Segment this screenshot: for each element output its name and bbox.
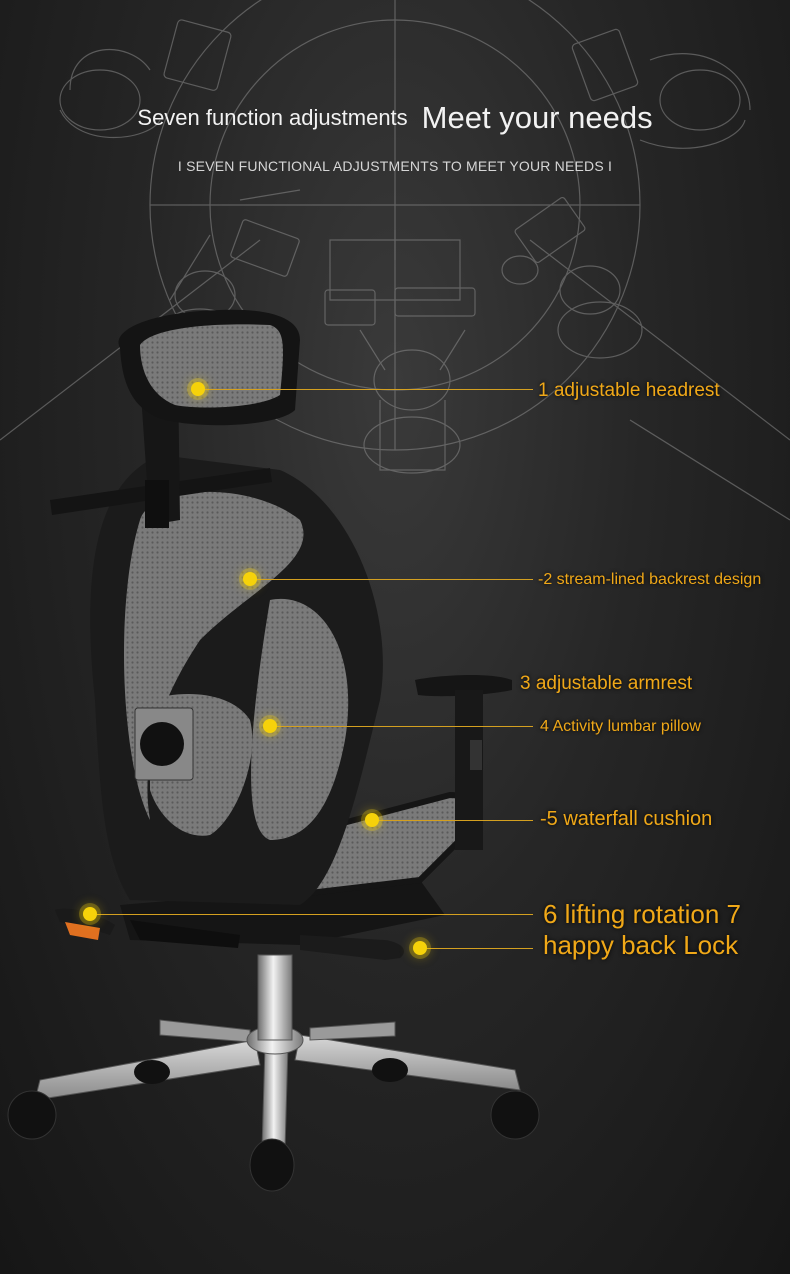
callout-headrest: 1 adjustable headrest xyxy=(538,380,720,401)
callout-backlock: happy back Lock xyxy=(543,930,739,960)
marker-lumbar xyxy=(263,719,277,733)
leader-line-headrest xyxy=(198,389,533,390)
leader-line-backrest xyxy=(250,579,533,580)
marker-lifting xyxy=(83,907,97,921)
callout-lifting: 6 lifting rotation 7 xyxy=(543,899,742,929)
marker-backrest xyxy=(243,572,257,586)
title-large: Meet your needs xyxy=(421,100,653,135)
page-title: Seven function adjustments Meet your need… xyxy=(0,100,790,136)
leader-line-lumbar xyxy=(270,726,533,727)
leader-line-cushion xyxy=(372,820,533,821)
marker-cushion xyxy=(365,813,379,827)
callout-backrest: -2 stream-lined backrest design xyxy=(538,571,762,588)
leader-line-backlock xyxy=(420,948,533,949)
marker-headrest xyxy=(191,382,205,396)
callout-cushion: -5 waterfall cushion xyxy=(540,808,713,830)
callout-armrest: 3 adjustable armrest xyxy=(520,673,693,694)
marker-backlock xyxy=(413,941,427,955)
page-subtitle: I SEVEN FUNCTIONAL ADJUSTMENTS TO MEET Y… xyxy=(177,158,613,174)
callout-lumbar: 4 Activity lumbar pillow xyxy=(540,718,701,735)
title-small: Seven function adjustments xyxy=(137,105,408,130)
leader-line-lifting xyxy=(90,914,533,915)
